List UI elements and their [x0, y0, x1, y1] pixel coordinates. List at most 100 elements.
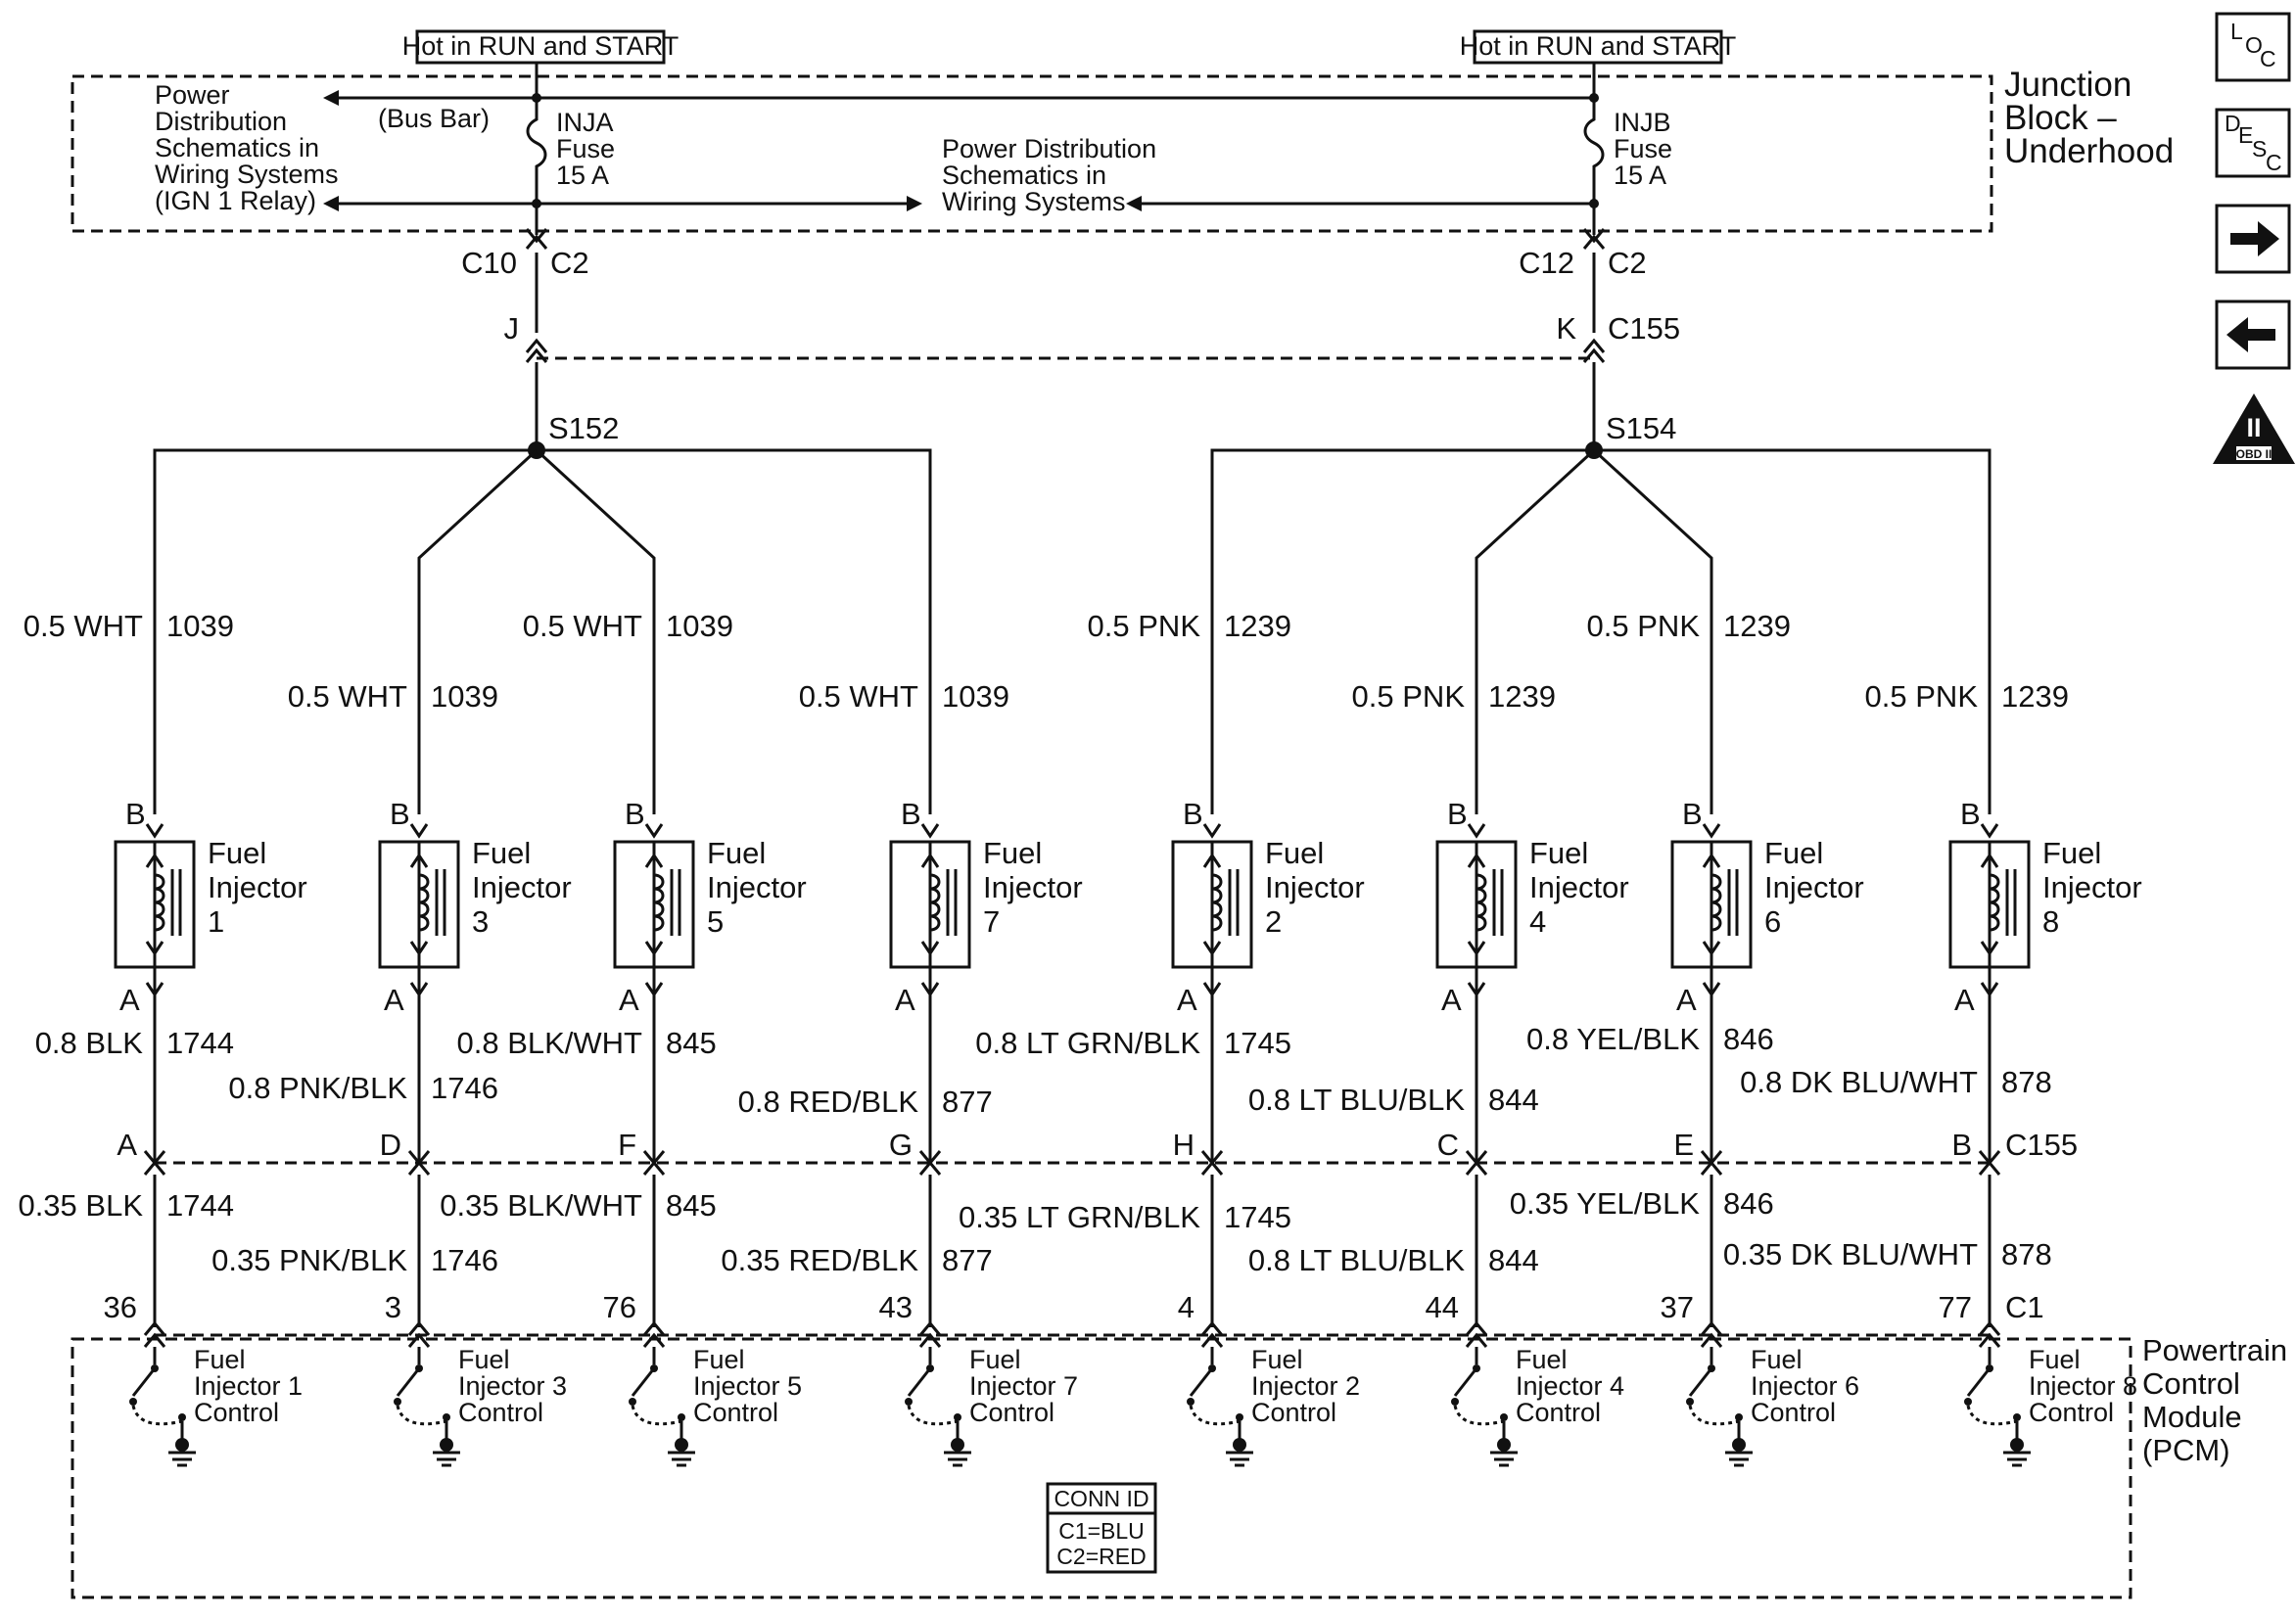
injector-3-driver-contact-right	[678, 1413, 685, 1421]
injector-4-pcm-circuit: 877	[942, 1243, 993, 1277]
injector-8-pin-a: A	[1954, 983, 1975, 1017]
pcm-name-line-2: Control	[2142, 1366, 2240, 1401]
injector-5-coil-winding	[1211, 873, 1223, 932]
injector-8-title-line-2: Injector	[2042, 870, 2142, 904]
injector-3-ground-node	[675, 1438, 688, 1452]
injector-2-harness-circuit: 1746	[431, 1071, 498, 1105]
desc-icon-letter-c: C	[2266, 150, 2282, 175]
injector-6-driver-link	[1453, 1405, 1505, 1426]
loc-icon[interactable]	[2215, 12, 2291, 82]
injector-8-pcm-wire-label: 0.35 DK BLU/WHT	[1723, 1237, 1978, 1271]
conn-id-line-1: C1=BLU	[1058, 1518, 1145, 1544]
injector-5-driver-contact-left	[1187, 1398, 1195, 1406]
hot-run-start-box-left	[415, 29, 666, 65]
c155-top-pin-k-b	[1582, 347, 1606, 363]
injector-2-harness-wire-label: 0.8 PNK/BLK	[228, 1071, 407, 1105]
power-dist-center-label-line-3: Wiring Systems	[942, 187, 1126, 216]
injector-1-pcm-label-line-1: Fuel	[194, 1345, 246, 1374]
ign1-feed-arrow-left	[323, 196, 339, 211]
injector-2-pcm-label-line-3: Control	[458, 1398, 543, 1427]
injector-8-pcm-arrow-bottom	[1978, 1332, 2001, 1348]
fuse-injb-icon	[1583, 98, 1605, 235]
injector-1-coil-arrow-down	[145, 941, 164, 956]
injector-8-pcm-label-line-1: Fuel	[2029, 1345, 2081, 1374]
injector-4-coil-arrow-down	[920, 941, 940, 956]
c155-bottom-label: C155	[2005, 1128, 2078, 1162]
injector-2-supply-wire: 0.5 WHT	[288, 679, 407, 714]
injector-3-driver-switch	[631, 1367, 656, 1397]
injector-8-c155-arrow-bottom	[1978, 1160, 2001, 1176]
injector-4-title-line-3: 7	[983, 904, 1000, 939]
junction-block-name-line-1: Junction	[2004, 66, 2132, 104]
injector-2-driver-link	[396, 1405, 447, 1426]
injector-4-pcm-pin: 43	[879, 1290, 913, 1324]
injector-2-title-line-3: 3	[472, 904, 489, 939]
wire-s154-inj4	[1475, 448, 1596, 814]
injector-2-c155-pin: D	[380, 1128, 401, 1162]
connector-c10-label: C10	[461, 246, 517, 280]
injector-1-supply-wire: 0.5 WHT	[23, 609, 143, 643]
injector-5-ground-node	[1233, 1438, 1246, 1452]
pcm-name-line-1: Powertrain	[2142, 1333, 2287, 1367]
injector-7-harness-circuit: 846	[1723, 1022, 1774, 1056]
injector-1-driver-contact-right	[178, 1413, 186, 1421]
injector-2-coil-arrow-up	[409, 853, 429, 868]
injector-7-pcm-label-line-3: Control	[1751, 1398, 1836, 1427]
desc-icon-letter-s: S	[2252, 136, 2267, 162]
power-dist-left-label-line-1: Power	[155, 80, 230, 110]
loc-icon-letter-o: O	[2245, 32, 2263, 58]
injector-4-c155-pin: G	[889, 1128, 913, 1162]
injector-8-pin-b-arrow	[1980, 823, 1999, 839]
injector-1-c155-pin: A	[117, 1128, 137, 1162]
injector-2-pcm-arrow-bottom	[407, 1332, 431, 1348]
injector-7-c155-arrow-bottom	[1700, 1160, 1723, 1176]
injector-5-pcm-arrow-top	[1200, 1320, 1224, 1336]
injector-2-title-line-1: Fuel	[472, 836, 531, 870]
loc-icon-letter-c: C	[2260, 46, 2276, 71]
injector-6-driver-contact-right	[1500, 1413, 1508, 1421]
obd-ii-icon[interactable]	[2213, 393, 2295, 464]
wiring-feed-arrow	[1126, 196, 1142, 211]
injector-6-coil-arrow-up	[1467, 853, 1486, 868]
junction-block-boundary	[70, 74, 1993, 233]
injector-2-pcm-label-line-1: Fuel	[458, 1345, 510, 1374]
bus-bar-label: (Bus Bar)	[378, 104, 490, 133]
injector-6-ground-node	[1497, 1438, 1511, 1452]
junction-block-name-line-2: Block –	[2004, 99, 2117, 137]
injector-6-pcm-arrow-top	[1465, 1320, 1488, 1336]
injector-5-coil-arrow-down	[1202, 941, 1222, 956]
injector-3-supply-circuit: 1039	[666, 609, 733, 643]
injector-4-driver-switch	[907, 1367, 932, 1397]
prev-page-arrow	[2226, 317, 2275, 352]
fuse-inja-label-line-2: Fuse	[556, 134, 615, 163]
injector-8-title-line-1: Fuel	[2042, 836, 2101, 870]
injector-5-pin-b: B	[1183, 797, 1203, 831]
desc-icon[interactable]	[2215, 108, 2291, 178]
injector-3-title-line-1: Fuel	[707, 836, 766, 870]
obd-ii-numeral: II	[2246, 413, 2261, 442]
injector-6-coil-winding	[1476, 873, 1487, 932]
injector-4-title-line-1: Fuel	[983, 836, 1042, 870]
pcm-name-line-3: Module	[2142, 1400, 2242, 1434]
c155-pin-j-label: J	[504, 311, 520, 346]
injector-5-driver-link	[1189, 1405, 1241, 1426]
injector-8-pcm-circuit: 878	[2001, 1237, 2052, 1271]
power-dist-left-label-line-5: (IGN 1 Relay)	[155, 186, 316, 215]
injector-4-pcm-label-line-2: Injector 7	[969, 1371, 1078, 1401]
injector-4-coil-arrow-up	[920, 853, 940, 868]
obd-ii-plate	[2236, 446, 2272, 460]
connector-c10-c2-top	[525, 228, 548, 244]
injector-1-coil-winding	[154, 873, 165, 932]
power-dist-left-label-line-4: Wiring Systems	[155, 160, 339, 189]
injector-5-pcm-label-line-3: Control	[1251, 1398, 1336, 1427]
conn-id-title: CONN ID	[1054, 1486, 1148, 1511]
fuse-inja-label-line-1: INJA	[556, 108, 614, 137]
injector-4-driver-link	[907, 1405, 959, 1426]
wire-s154-inj8	[1594, 448, 1991, 814]
fuse-injb-label-line-3: 15 A	[1614, 161, 1666, 190]
injector-1-c155-arrow-bottom	[143, 1160, 166, 1176]
wire-s154-inj2	[1210, 448, 1594, 814]
injector-2-pcm-circuit: 1746	[431, 1243, 498, 1277]
